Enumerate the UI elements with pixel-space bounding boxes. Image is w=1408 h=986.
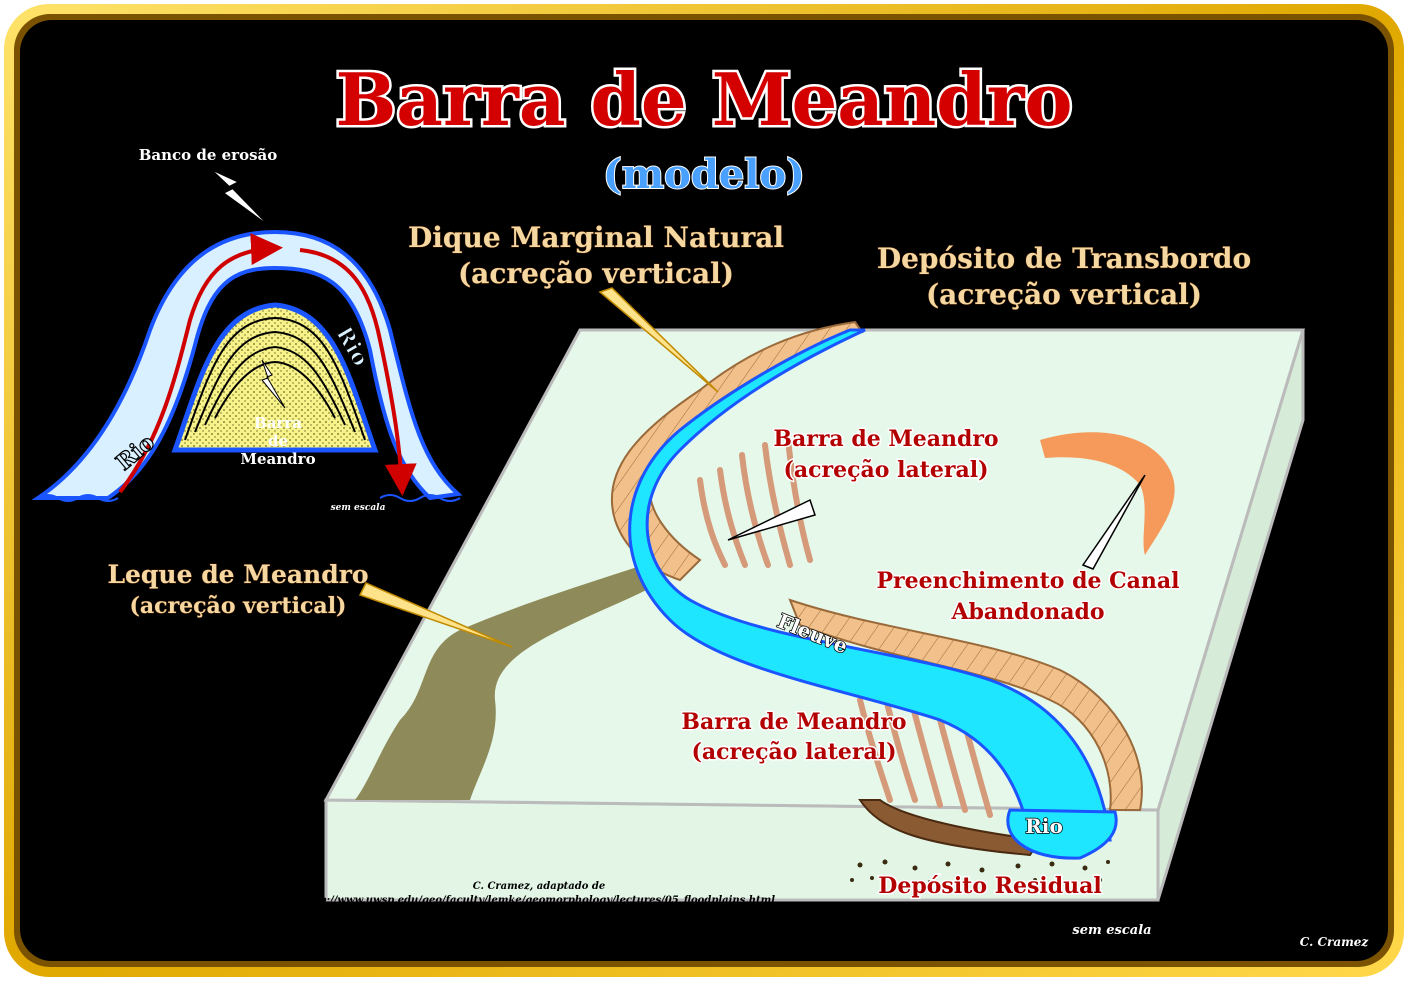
overbank-label-1: Depósito de Transbordo bbox=[877, 242, 1251, 275]
rio-cross-section-label: Rio bbox=[1025, 814, 1063, 838]
inset-flow-arrow bbox=[118, 233, 283, 494]
pointbar-lower-label-2: (acreção lateral) bbox=[691, 739, 896, 765]
credit-adapted-line-1: C. Cramez, adaptado de bbox=[473, 881, 606, 892]
inset-bar-label-3: Meandro bbox=[240, 450, 315, 468]
fan-pointer-arrow bbox=[358, 582, 513, 648]
inset-point-bar bbox=[171, 302, 379, 453]
oxbow-pointer-arrow bbox=[1081, 474, 1146, 570]
pointbar-pointer-arrow bbox=[727, 498, 816, 541]
page-title: Barra de Meandro bbox=[335, 57, 1072, 142]
inset-bar-label-1: Barra bbox=[254, 414, 302, 432]
point-bar-bolt-icon bbox=[261, 359, 286, 409]
inset-bar-layer bbox=[204, 345, 346, 426]
lag-deposit-gravel bbox=[850, 859, 1110, 888]
inset-flow-arrow bbox=[299, 248, 417, 496]
levee-label-2: (acreção vertical) bbox=[458, 257, 734, 290]
crevasse-label-2: (acreção vertical) bbox=[130, 593, 347, 619]
erosion-bank-label: Banco de erosão bbox=[139, 146, 278, 164]
crevasse-label-1: Leque de Meandro bbox=[107, 560, 368, 589]
page-subtitle: (modelo) bbox=[603, 151, 805, 198]
erosion-bank-bolt-icon bbox=[211, 169, 269, 226]
pointbar-upper-label-1: Barra de Meandro bbox=[773, 426, 998, 452]
inset-bar-layer bbox=[194, 330, 356, 433]
inset-bar-label-2: de bbox=[268, 432, 288, 450]
inset-channel bbox=[31, 229, 463, 501]
levee-pointer-arrow bbox=[598, 287, 719, 393]
overbank-label-2: (acreção vertical) bbox=[926, 278, 1202, 311]
inset-meander-diagram: Banco de erosão Rio Rio Barra de Meandro… bbox=[31, 146, 463, 513]
inset-bar-layer bbox=[214, 360, 336, 419]
inset-scale-note: sem escala bbox=[331, 503, 386, 513]
cross-section-channel bbox=[1006, 808, 1118, 860]
scale-note: sem escala bbox=[1072, 923, 1151, 938]
abandoned-channel-fill bbox=[1040, 432, 1175, 555]
block-diagram bbox=[323, 320, 1306, 902]
inset-bar-layer bbox=[184, 316, 366, 441]
oxbow-label-1: Preenchimento de Canal bbox=[876, 568, 1179, 594]
lag-deposit-label: Depósito Residual bbox=[878, 873, 1101, 899]
levee-label-1: Dique Marginal Natural bbox=[408, 221, 784, 254]
pointbar-upper-label-2: (acreção lateral) bbox=[783, 457, 988, 483]
oxbow-label-2: Abandonado bbox=[950, 599, 1104, 625]
author-credit: C. Cramez bbox=[1300, 935, 1370, 949]
inset-wave-left bbox=[37, 494, 119, 502]
pointbar-lower-label-1: Barra de Meandro bbox=[681, 709, 906, 735]
point-bar-upper-accretion bbox=[697, 437, 813, 568]
crevasse-splay-fan bbox=[355, 560, 665, 800]
credit-adapted-line-2: http://www.uwsp.edu/geo/faculty/lemke/ge… bbox=[303, 895, 775, 906]
